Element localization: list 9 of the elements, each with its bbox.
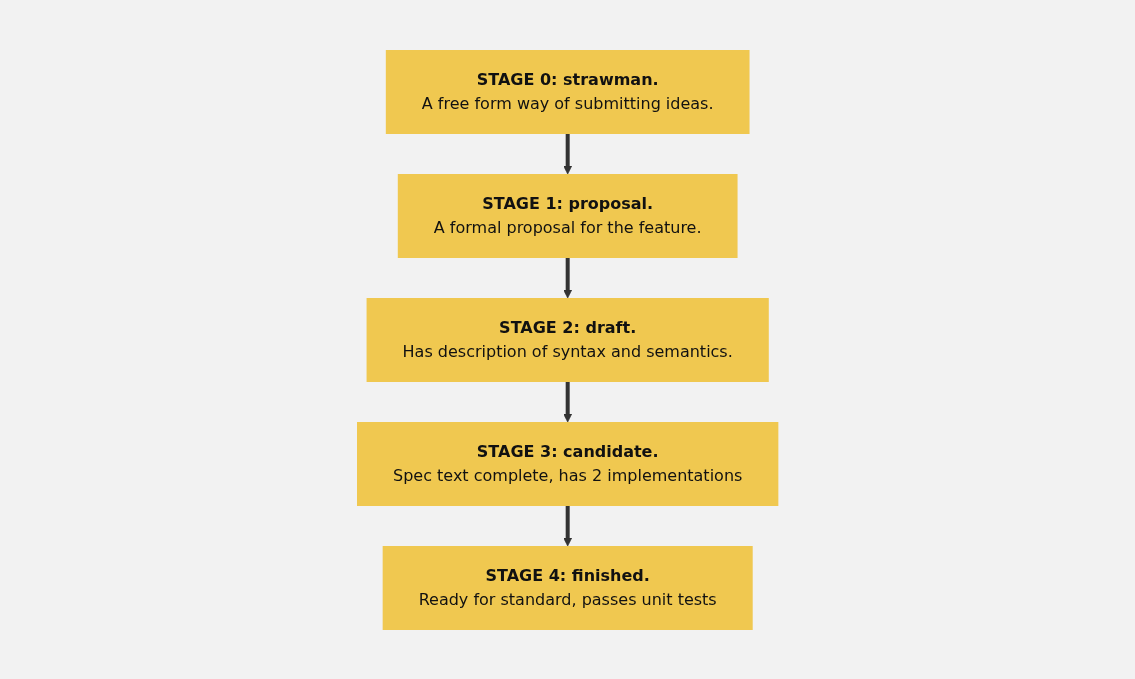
node-box: STAGE 0: strawman. A free form way of submitting ideas. xyxy=(385,49,750,134)
node-box: STAGE 4: finished. Ready for standard, passes unit tests xyxy=(382,545,753,630)
node-box: STAGE 3: candidate. Spec text complete, has 2 implementations xyxy=(356,421,779,506)
node-box: STAGE 2: draft. Has description of syntax and semantics. xyxy=(366,297,769,382)
arrow xyxy=(563,505,572,546)
arrow xyxy=(563,381,572,422)
arrow xyxy=(563,257,572,298)
node-box: STAGE 1: proposal. A formal proposal for the feature. xyxy=(397,173,738,258)
arrow xyxy=(563,133,572,174)
